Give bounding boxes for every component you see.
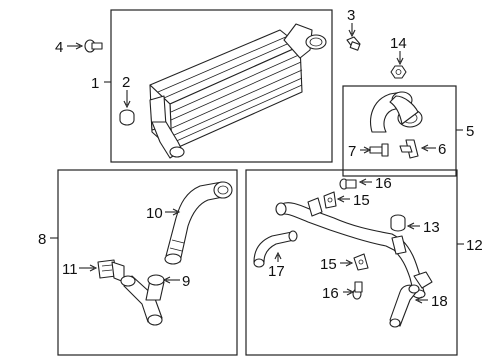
callout-14: 14 — [390, 35, 407, 52]
callout-6: 6 — [438, 141, 446, 158]
callout-2: 2 — [122, 74, 130, 91]
intercooler-group-box — [110, 9, 333, 163]
bolt-washer-lower-part — [352, 281, 363, 300]
callout-3: 3 — [347, 7, 355, 24]
callout-5: 5 — [466, 123, 474, 140]
clip-bracket-upper-part — [323, 191, 337, 209]
coolant-hose-part — [253, 230, 298, 268]
leader-lines — [50, 23, 464, 304]
intake-group-box — [57, 169, 238, 356]
hose-group-box — [342, 85, 457, 177]
callout-13: 13 — [423, 219, 440, 236]
callout-8: 8 — [38, 231, 46, 248]
clip-bracket-lower-part — [353, 253, 369, 271]
callout-16-lower: 16 — [322, 285, 339, 302]
clamp-part — [97, 259, 125, 283]
bolt-part — [346, 36, 361, 51]
intercooler-part — [149, 23, 327, 159]
callout-7: 7 — [348, 143, 356, 160]
callout-15-upper: 15 — [353, 192, 370, 209]
callout-11: 11 — [62, 261, 78, 278]
clip-part — [399, 139, 419, 159]
intercooler-hose-part — [370, 91, 423, 133]
damper-part — [390, 214, 406, 232]
turbo-outlet-hose-part — [164, 181, 233, 265]
coolant-pipe-part — [275, 197, 433, 299]
callout-10: 10 — [146, 205, 163, 222]
rubber-plug-part — [119, 109, 135, 126]
bolt-washer-upper-part — [339, 178, 357, 190]
coolant-hose-lower-part — [389, 284, 420, 328]
callout-4: 4 — [55, 39, 63, 56]
callout-18: 18 — [431, 293, 448, 310]
coolant-group-box — [245, 169, 458, 356]
callout-17: 17 — [268, 263, 285, 280]
callout-12: 12 — [466, 237, 483, 254]
bolt-small-part — [369, 143, 389, 157]
callout-16-upper: 16 — [375, 175, 392, 192]
callout-9: 9 — [182, 273, 190, 290]
nut-part — [390, 65, 407, 79]
callout-15-lower: 15 — [320, 256, 337, 273]
intake-tube-part — [120, 274, 165, 326]
push-pin-part — [84, 39, 103, 53]
callout-1: 1 — [91, 75, 99, 92]
